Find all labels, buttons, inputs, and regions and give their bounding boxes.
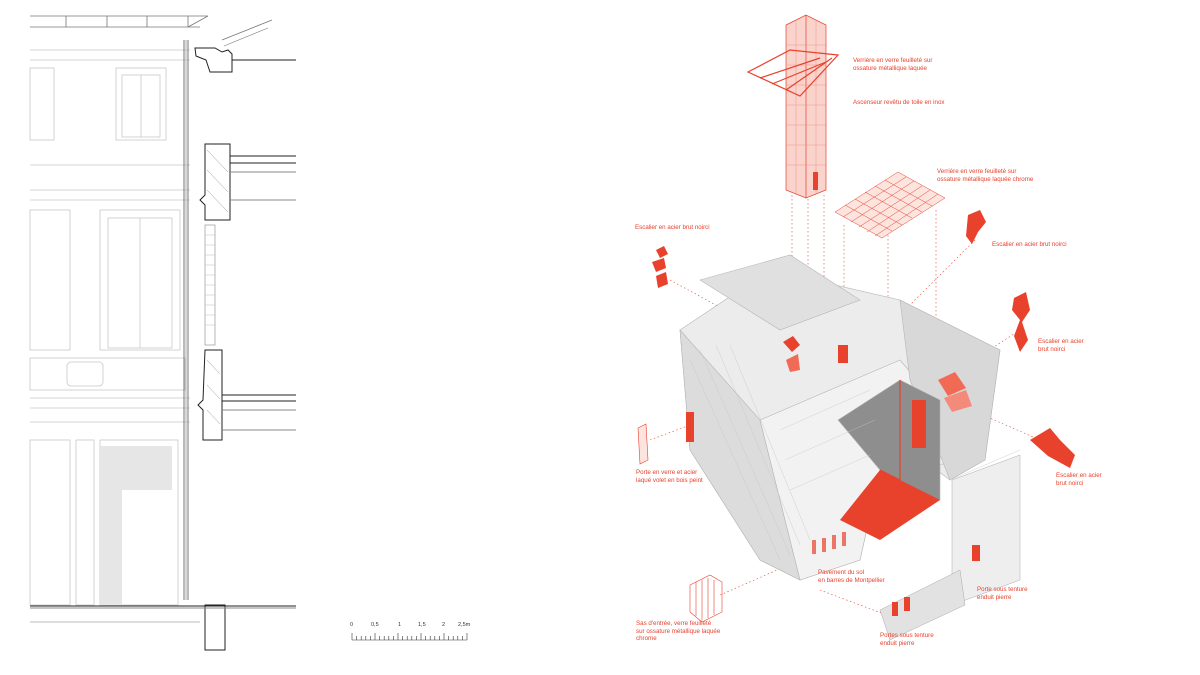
scale-tick-0-5: 0,5 xyxy=(371,622,379,628)
label-escalier-2: Escalier en acier brut noirci xyxy=(992,241,1067,248)
courtyard-canopy xyxy=(834,171,946,239)
label-porte-tenture: Porte sous tenture enduit pierre xyxy=(977,586,1028,601)
facade-section-elevation xyxy=(0,0,340,675)
building-mass xyxy=(679,254,1001,581)
elevator-canopy xyxy=(746,49,840,97)
scale-bar-ruler xyxy=(351,633,468,641)
exploded-axonometric: Verrière en verre feuilleté sur ossature… xyxy=(560,0,1200,675)
glass-door xyxy=(637,423,649,465)
scale-tick-2: 2 xyxy=(442,622,446,628)
scale-tick-2-5m: 2,5m xyxy=(458,622,471,628)
axonometric-drawing xyxy=(637,14,1075,641)
label-verriere-ascenseur: Verrière en verre feuilleté sur ossature… xyxy=(853,57,933,72)
entry-vestibule xyxy=(689,574,723,623)
elevator-tower xyxy=(785,14,827,199)
staircase-top-right xyxy=(966,210,986,244)
label-verriere-chrome: Verrière en verre feuilleté sur ossature… xyxy=(937,168,1034,183)
scale-bar: 0 0,5 1 1,5 2 2,5m xyxy=(348,622,478,648)
label-ascenseur: Ascenseur revêtu de toile en inox xyxy=(853,99,945,106)
label-escalier-4: Escalier en acier brut noirci xyxy=(1056,472,1102,487)
elevation-drawing xyxy=(29,15,296,651)
scale-tick-0: 0 xyxy=(350,622,354,628)
red-interventions xyxy=(686,336,972,554)
wall-panel-right xyxy=(951,454,1021,606)
label-portes-tenture: Portes sous tenture enduit pierre xyxy=(880,632,934,647)
staircase-right xyxy=(1012,292,1030,352)
staircase-left xyxy=(652,246,668,288)
scale-tick-1-5: 1,5 xyxy=(418,622,426,628)
label-pavement: Pavement du sol en barres de Montpellier xyxy=(818,569,885,584)
label-escalier-1: Escalier en acier brut noirci xyxy=(635,224,710,231)
wall-panel-bottom xyxy=(879,569,966,641)
label-sas-entree: Sas d'entrée, verre feuilleté sur ossatu… xyxy=(636,620,721,643)
staircase-bottom-right xyxy=(1030,428,1075,468)
label-escalier-3: Escalier en acier brut noirci xyxy=(1038,338,1084,353)
label-porte-verre: Porte en verre et acier laqué volet en b… xyxy=(636,469,703,484)
scale-tick-1: 1 xyxy=(398,622,402,628)
